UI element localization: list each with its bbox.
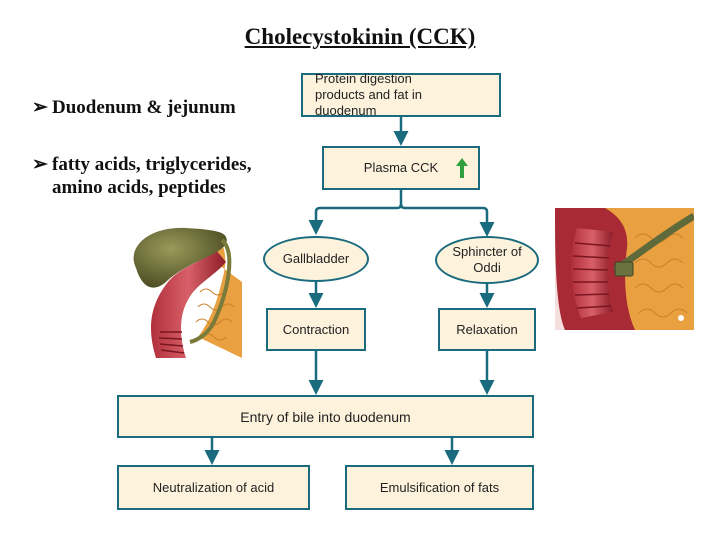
gallbladder-illustration xyxy=(133,227,242,358)
bullet-stimuli: ➢fatty acids, triglycerides, amino acids… xyxy=(32,153,251,199)
slide-title: Cholecystokinin (CCK) xyxy=(244,24,476,49)
bullet-site-text: Duodenum & jejunum xyxy=(52,97,236,118)
bile-entry-box: Entry of bile into duodenum xyxy=(117,395,534,438)
bullet-arrow-icon: ➢ xyxy=(32,154,48,175)
stimulus-box: Protein digestion products and fat in du… xyxy=(301,71,501,118)
plasma-cck-box: Plasma CCK xyxy=(322,146,480,190)
gallbladder-text: Gallbladder xyxy=(282,251,350,266)
bullet-site: ➢Duodenum & jejunum xyxy=(32,96,236,119)
bullet-stimuli-line2: amino acids, peptides xyxy=(52,177,226,198)
plasma-cck-text: Plasma CCK xyxy=(363,160,439,175)
bullet-arrow-icon: ➢ xyxy=(32,97,48,118)
sphincter-oval: Sphincter of Oddi xyxy=(435,236,539,284)
sphincter-illustration xyxy=(555,208,694,330)
sphincter-text: Sphincter of Oddi xyxy=(452,244,522,275)
relaxation-box: Relaxation xyxy=(438,308,536,351)
contraction-text: Contraction xyxy=(282,321,350,337)
up-arrow-icon xyxy=(456,158,468,178)
emulsification-box: Emulsification of fats xyxy=(345,465,534,510)
stimulus-text: Protein digestion products and fat in du… xyxy=(315,71,422,118)
contraction-box: Contraction xyxy=(266,308,366,351)
gallbladder-oval: Gallbladder xyxy=(263,236,369,282)
bullet-stimuli-line1: fatty acids, triglycerides, xyxy=(52,154,252,175)
relaxation-text: Relaxation xyxy=(456,321,518,337)
neutralization-text: Neutralization of acid xyxy=(152,479,275,495)
emulsification-text: Emulsification of fats xyxy=(379,479,500,495)
bile-entry-text: Entry of bile into duodenum xyxy=(240,408,411,425)
neutralization-box: Neutralization of acid xyxy=(117,465,310,510)
